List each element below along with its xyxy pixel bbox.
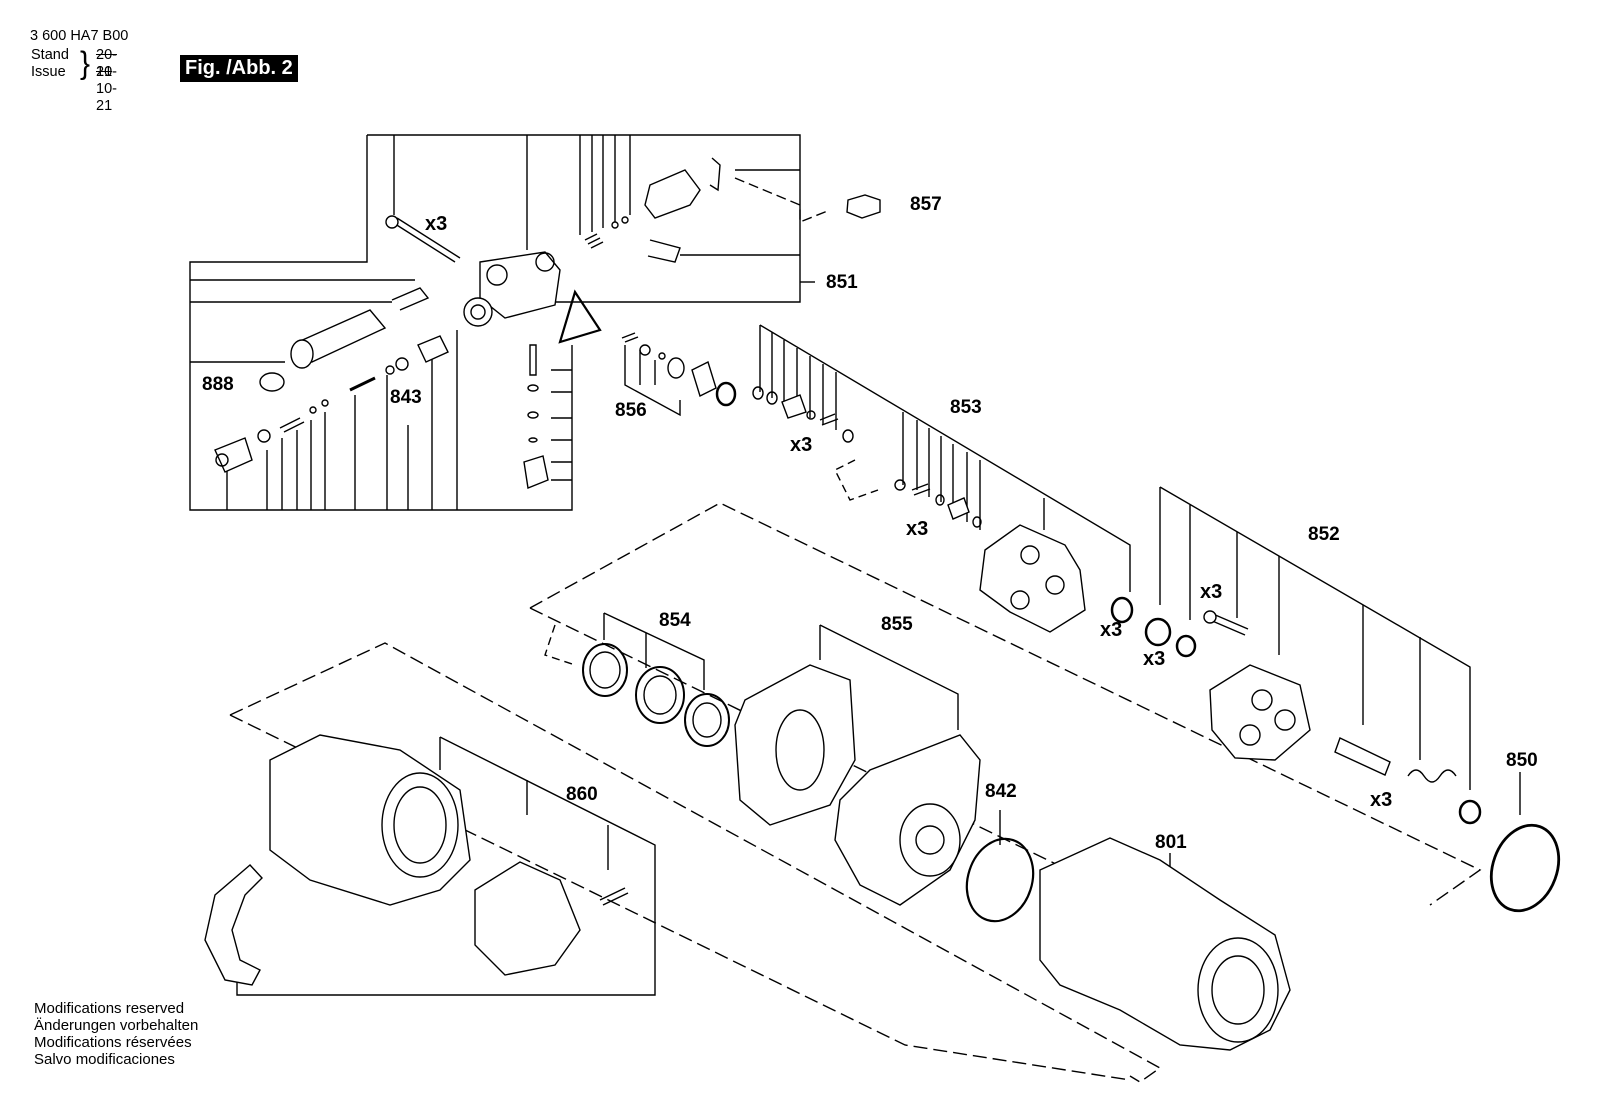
stand-label: Stand: [31, 47, 69, 63]
qty-853-b: x3: [906, 518, 928, 540]
footer-line-de: Änderungen vorbehalten: [34, 1017, 199, 1034]
qty-852-screw: x3: [1200, 581, 1222, 603]
part-triangle-seal: [558, 289, 602, 344]
callout-856: 856: [615, 400, 647, 421]
brace-glyph: }: [80, 46, 91, 81]
footer-notes: Modifications reserved Änderungen vorbeh…: [34, 1000, 198, 1068]
part-outlet-connector: [644, 169, 701, 219]
callout-842: 842: [985, 781, 1017, 802]
callout-854: 854: [659, 610, 691, 631]
stand-value: 20-10: [96, 47, 117, 80]
callout-852: 852: [1308, 524, 1340, 545]
callout-851: 851: [826, 272, 858, 293]
figure-label: Fig. /Abb. 2: [180, 55, 298, 82]
qty-853-c: x3: [1100, 619, 1122, 641]
callout-855: 855: [881, 614, 913, 635]
part-clip: [204, 864, 263, 986]
part-nozzle: [214, 437, 253, 473]
revision-block: Stand Issue } 20-10 21-10-21: [30, 46, 128, 114]
part-842-oring: [965, 837, 1035, 923]
footer-line-es: Salvo modificaciones: [34, 1051, 175, 1068]
qty-bolt-top: x3: [425, 213, 447, 235]
part-end-cap: [474, 861, 581, 976]
callout-857: 857: [910, 194, 942, 215]
part-888-cap: [259, 372, 285, 392]
qty-852-seal: x3: [1143, 648, 1165, 670]
callout-888: 888: [202, 374, 234, 395]
part-gearbox: [834, 734, 981, 906]
qty-853-a: x3: [790, 434, 812, 456]
part-857-cap: [846, 194, 881, 219]
footer-line-en: Modifications reserved: [34, 1000, 185, 1017]
part-pump-head: [979, 524, 1086, 633]
callout-853: 853: [950, 397, 982, 418]
callout-801: 801: [1155, 832, 1187, 853]
part-850-oring: [1489, 823, 1561, 913]
document-header: 3 600 HA7 B00 Stand Issue } 20-10 21-10-…: [30, 28, 129, 114]
callout-843: 843: [390, 387, 422, 408]
part-bolt-long: [391, 217, 461, 263]
issue-value: 21-10-21: [96, 64, 117, 114]
callout-860: 860: [566, 784, 598, 805]
issue-label: Issue: [31, 64, 66, 80]
document-number: 3 600 HA7 B00: [30, 28, 129, 44]
dashed-frame-pump: [529, 502, 1482, 906]
qty-852-spring: x3: [1370, 789, 1392, 811]
callout-850: 850: [1506, 750, 1538, 771]
part-852-housing: [1209, 664, 1311, 761]
dashed-frame-motor: [229, 642, 1162, 1083]
footer-line-fr: Modifications réservées: [34, 1034, 192, 1051]
